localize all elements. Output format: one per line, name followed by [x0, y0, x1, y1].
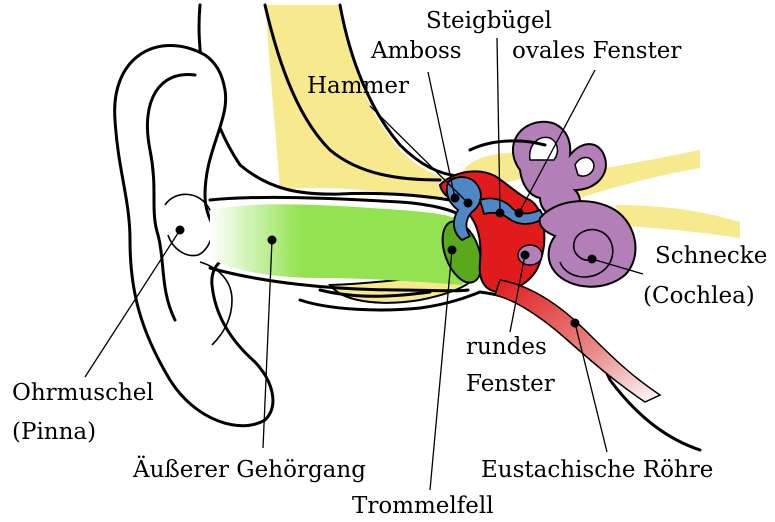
label-pinna: (Pinna)	[12, 419, 96, 445]
dot-ovales-fenster	[515, 209, 524, 218]
label-amboss: Amboss	[370, 38, 462, 64]
dot-amboss	[451, 194, 460, 203]
semicircular-hole-2	[575, 158, 594, 176]
dot-gehoergang	[268, 236, 277, 245]
cochlea-shape	[540, 201, 636, 287]
dot-hammer	[464, 199, 473, 208]
label-trommelfell: Trommelfell	[352, 493, 494, 519]
label-steigbuegel: Steigbügel	[426, 8, 552, 34]
dot-schnecke	[588, 255, 597, 264]
label-schnecke: Schnecke	[655, 243, 767, 269]
label-cochlea: (Cochlea)	[643, 283, 755, 309]
dot-steigbuegel	[496, 209, 505, 218]
label-ohrmuschel: Ohrmuschel	[12, 380, 154, 406]
label-ovales-fenster: ovales Fenster	[512, 38, 681, 64]
ear-canal	[210, 204, 473, 285]
label-gehoergang: Äußerer Gehörgang	[132, 456, 366, 483]
dot-ohrmuschel	[176, 226, 185, 235]
label-eustachische: Eustachische Röhre	[481, 457, 713, 483]
label-rundes: rundes	[466, 334, 547, 360]
label-fenster: Fenster	[466, 371, 555, 397]
label-hammer: Hammer	[307, 73, 409, 99]
dot-rundes-fenster	[521, 251, 530, 260]
dot-eustachische	[571, 319, 580, 328]
dot-trommelfell	[448, 246, 457, 255]
